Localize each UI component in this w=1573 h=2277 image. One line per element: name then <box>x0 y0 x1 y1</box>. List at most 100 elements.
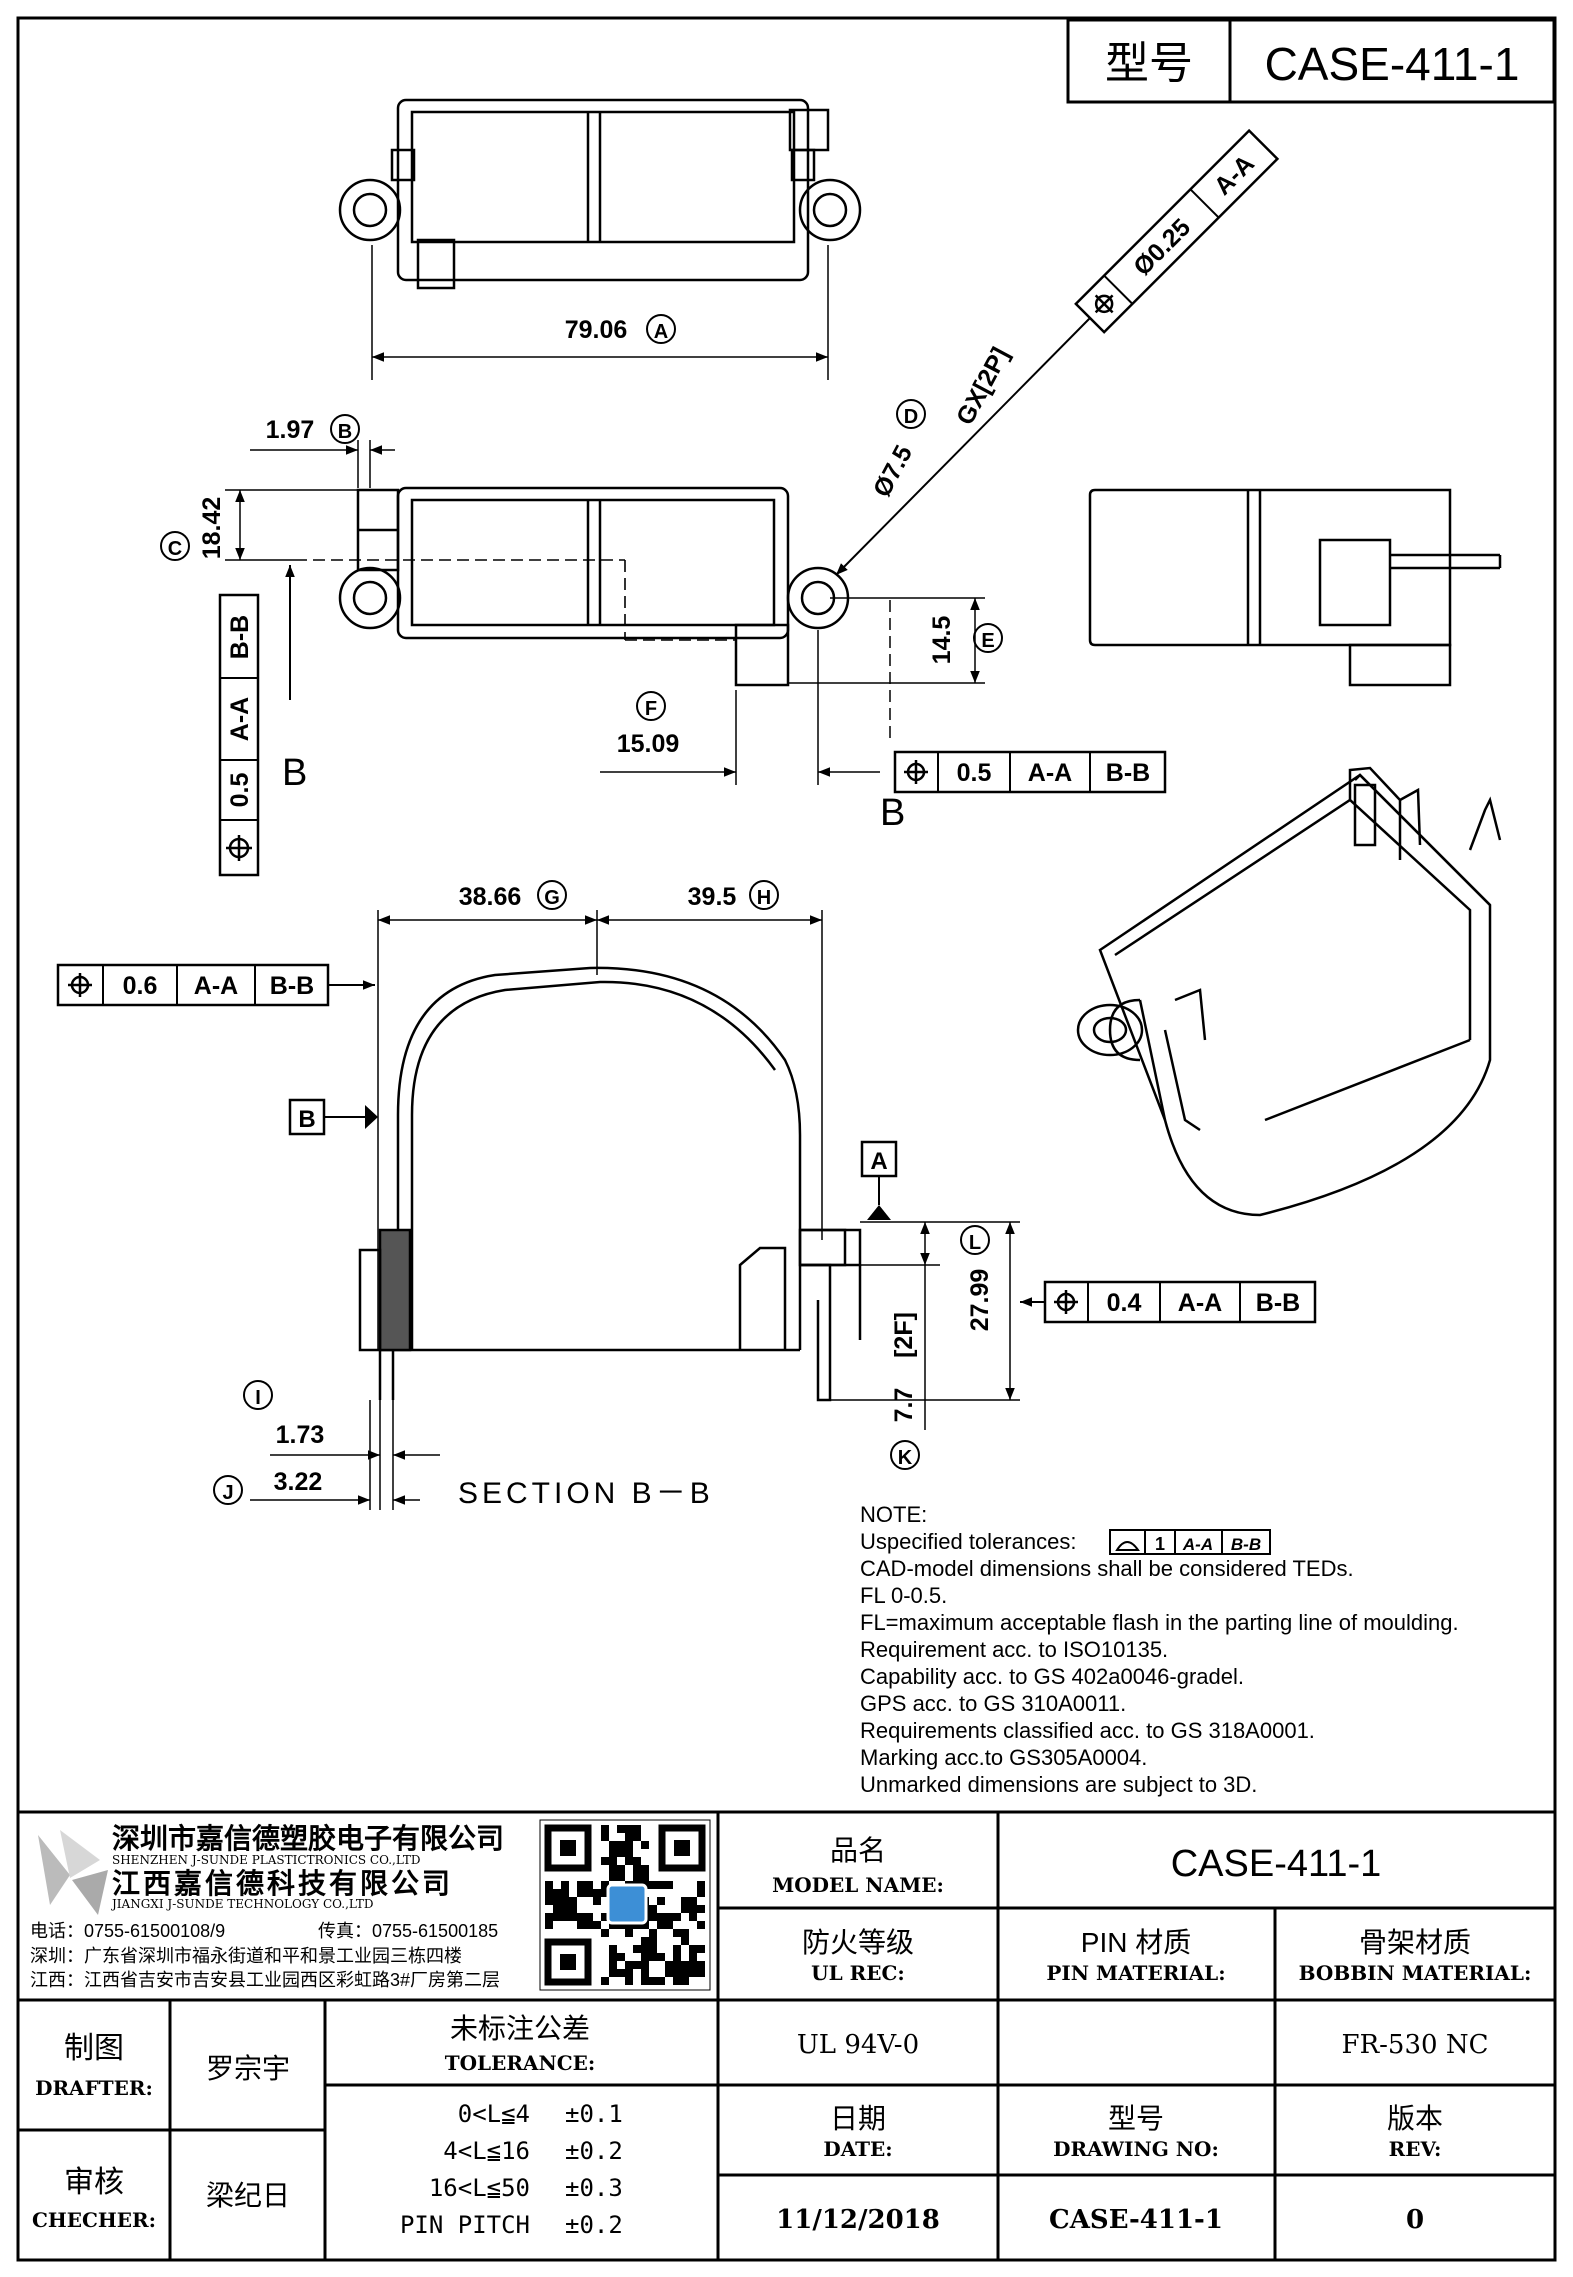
qr-cell <box>641 1873 649 1881</box>
notes: NOTE: Uspecified tolerances: 1 A-A B-B C… <box>860 1502 1459 1797</box>
fcf-mid: 0.5 A-A B-B <box>893 750 1167 794</box>
qr-cell <box>697 1889 705 1897</box>
qr-cell <box>697 1921 705 1929</box>
svg-text:1: 1 <box>1155 1534 1165 1554</box>
qr-cell <box>657 1953 665 1961</box>
label-circle-I: I <box>243 1380 273 1410</box>
qr-cell <box>689 1961 697 1969</box>
qr-cell <box>697 1905 705 1913</box>
qr-cell <box>641 1977 649 1985</box>
model-name-cn: 品名 <box>830 1835 886 1866</box>
qr-cell <box>601 1913 609 1921</box>
notes-title: NOTE: <box>860 1502 927 1527</box>
qr-cell <box>665 1961 673 1969</box>
qr-cell <box>665 1921 673 1929</box>
tol-range: PIN PITCH <box>400 2211 530 2239</box>
ul-cn: 防火等级 <box>802 1927 914 1958</box>
qr-cell <box>657 1977 665 1985</box>
dim-1-73-lines <box>250 1400 440 1510</box>
qr-cell <box>657 1881 665 1889</box>
qr-cell <box>633 1865 641 1873</box>
dim-gx: GX[2P] <box>951 343 1015 430</box>
qr-cell <box>617 1873 625 1881</box>
qr-cell <box>657 1913 665 1921</box>
datum-A: A <box>860 1140 898 1220</box>
qr-cell <box>609 1961 617 1969</box>
dim-1-73: 1.73 <box>276 1421 325 1449</box>
model-name-value: CASE-411-1 <box>1171 1843 1382 1885</box>
qr-cell <box>697 1881 705 1889</box>
section-label: SECTION B－B <box>458 1477 714 1510</box>
qr-cell <box>689 1913 697 1921</box>
note-line: Requirements classified acc. to GS 318A0… <box>860 1718 1315 1743</box>
qr-cell <box>569 1913 577 1921</box>
tol-range: 4<L≦16 <box>443 2137 530 2165</box>
qr-cell <box>609 1921 617 1929</box>
qr-cell <box>673 1969 681 1977</box>
bobbin-en: BOBBIN MATERIAL: <box>1299 1961 1532 1985</box>
qr-cell <box>673 1913 681 1921</box>
company-tel: 电话：0755-61500108/9 <box>30 1921 225 1941</box>
qr-cell <box>553 1905 561 1913</box>
fcf-section-left: 0.6 A-A B-B <box>56 963 375 1007</box>
qr-cell <box>657 1897 665 1905</box>
profile-icon <box>1115 1541 1140 1551</box>
qr-cell <box>609 1969 617 1977</box>
sheet-border <box>16 16 1557 2262</box>
svg-text:B: B <box>338 421 352 443</box>
fcf-section-right: 0.4 A-A B-B <box>1020 1280 1317 1324</box>
qr-cell <box>601 1825 609 1833</box>
svg-text:A-A: A-A <box>194 972 238 1000</box>
qr-cell <box>561 1905 569 1913</box>
drafter-en: DRAFTER: <box>35 2076 153 2100</box>
qr-cell <box>673 1953 681 1961</box>
note-line: GPS acc. to GS 310A0011. <box>860 1691 1126 1716</box>
qr-cell <box>609 1841 617 1849</box>
dim-38-66: 38.66 <box>459 883 522 911</box>
qr-cell <box>585 1921 593 1929</box>
qr-cell <box>617 1849 625 1857</box>
qr-cell <box>617 1921 625 1929</box>
tol-value: ±0.3 <box>565 2174 623 2202</box>
isometric-view <box>1076 766 1502 1217</box>
qr-cell <box>633 1961 641 1969</box>
qr-cell <box>673 1977 681 1985</box>
qr-cell <box>601 1881 609 1889</box>
qr-cell <box>681 1929 689 1937</box>
svg-text:A-A: A-A <box>1182 1535 1213 1554</box>
dim-7-5: Ø7.5 <box>868 441 918 502</box>
label-circle-D: D <box>896 399 926 429</box>
dim-3-22: 3.22 <box>274 1468 323 1496</box>
tol-value: ±0.1 <box>565 2100 623 2128</box>
rev-value: 0 <box>1406 2205 1424 2235</box>
qr-cell <box>673 1929 681 1937</box>
qr-cell <box>609 1857 617 1865</box>
position-icon <box>1094 294 1114 314</box>
qr-cell <box>561 1881 569 1889</box>
notes-tol-boxes: 1 A-A B-B <box>1109 1529 1271 1555</box>
company-en-1: SHENZHEN J-SUNDE PLASTICTRONICS CO.,LTD <box>112 1853 420 1867</box>
qr-cell <box>561 1913 569 1921</box>
qr-cell <box>625 1849 633 1857</box>
label-circle-A: A <box>646 314 676 344</box>
label-circle-B: B <box>330 414 360 444</box>
qr-cell <box>625 1833 633 1841</box>
dim-7-7: 7.7 <box>890 1388 918 1423</box>
qr-cell <box>577 1913 585 1921</box>
note-line: Unmarked dimensions are subject to 3D. <box>860 1772 1257 1797</box>
qr-cell <box>561 1889 569 1897</box>
qr-cell <box>665 1913 673 1921</box>
qr-cell <box>585 1881 593 1889</box>
dim-27-99-lines <box>830 1221 1020 1430</box>
label-circle-H: H <box>749 880 779 910</box>
qr-cell <box>665 1881 673 1889</box>
dim-2f: [2F] <box>890 1312 918 1358</box>
qr-cell <box>681 1961 689 1969</box>
svg-text:G: G <box>544 887 560 909</box>
header-model-label: 型号 <box>1105 39 1193 88</box>
svg-text:A: A <box>654 321 668 343</box>
label-circle-F: F <box>636 691 666 721</box>
tol-range: 16<L≦50 <box>429 2174 530 2202</box>
b-mark-bottom: B <box>880 792 905 834</box>
svg-text:C: C <box>168 538 182 560</box>
